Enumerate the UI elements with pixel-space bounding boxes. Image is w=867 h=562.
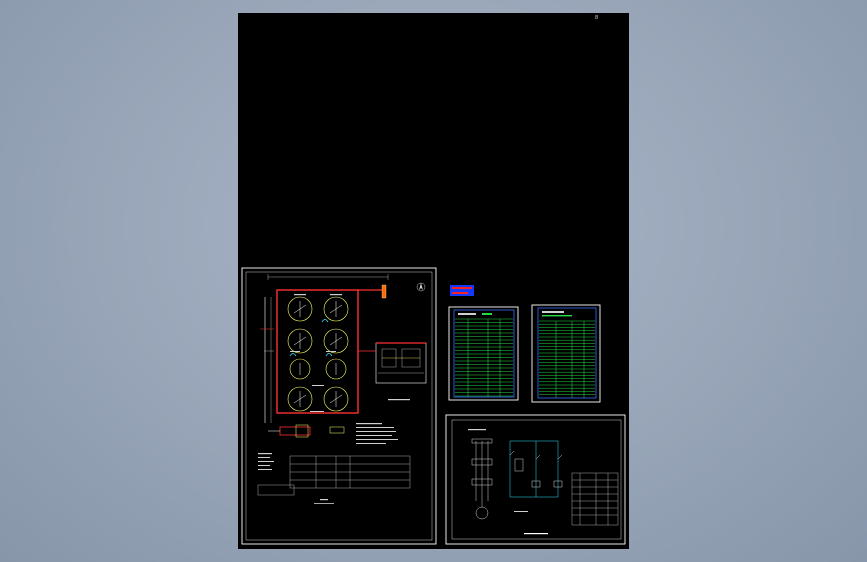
fixture-symbol (289, 358, 311, 380)
fixture-symbols (287, 296, 349, 412)
fixture-symbol (287, 296, 313, 322)
room-outline (276, 289, 359, 414)
title-stamp (450, 285, 474, 296)
circuit-schematic-drawing[interactable] (445, 414, 626, 545)
schematic-caption (524, 533, 548, 535)
motor-symbol-icon (475, 506, 489, 520)
layout-plan-drawing[interactable] (241, 267, 437, 545)
drawing-sheet[interactable]: 8 (238, 13, 629, 549)
fixture-symbol (325, 358, 347, 380)
equipment-room[interactable] (358, 342, 427, 401)
fixture-symbol (323, 386, 349, 412)
layout-plan-frame (241, 267, 437, 545)
fixture-symbol (323, 328, 349, 354)
device-marker (381, 284, 387, 299)
schedule-table-a[interactable] (448, 306, 519, 401)
fixture-symbol (287, 328, 313, 354)
corner-mark: 8 (595, 15, 599, 21)
fixture-symbol (323, 296, 349, 322)
legend-table (289, 455, 411, 489)
layout-plan-inner-frame (245, 271, 433, 541)
fixture-symbol (287, 386, 313, 412)
control-circuit (509, 440, 559, 498)
sheet-graphics (241, 267, 626, 545)
notes-text-lines (258, 423, 398, 470)
schedule-table-b[interactable] (531, 304, 601, 403)
plan-caption (320, 499, 328, 501)
component-list-table (571, 472, 619, 526)
